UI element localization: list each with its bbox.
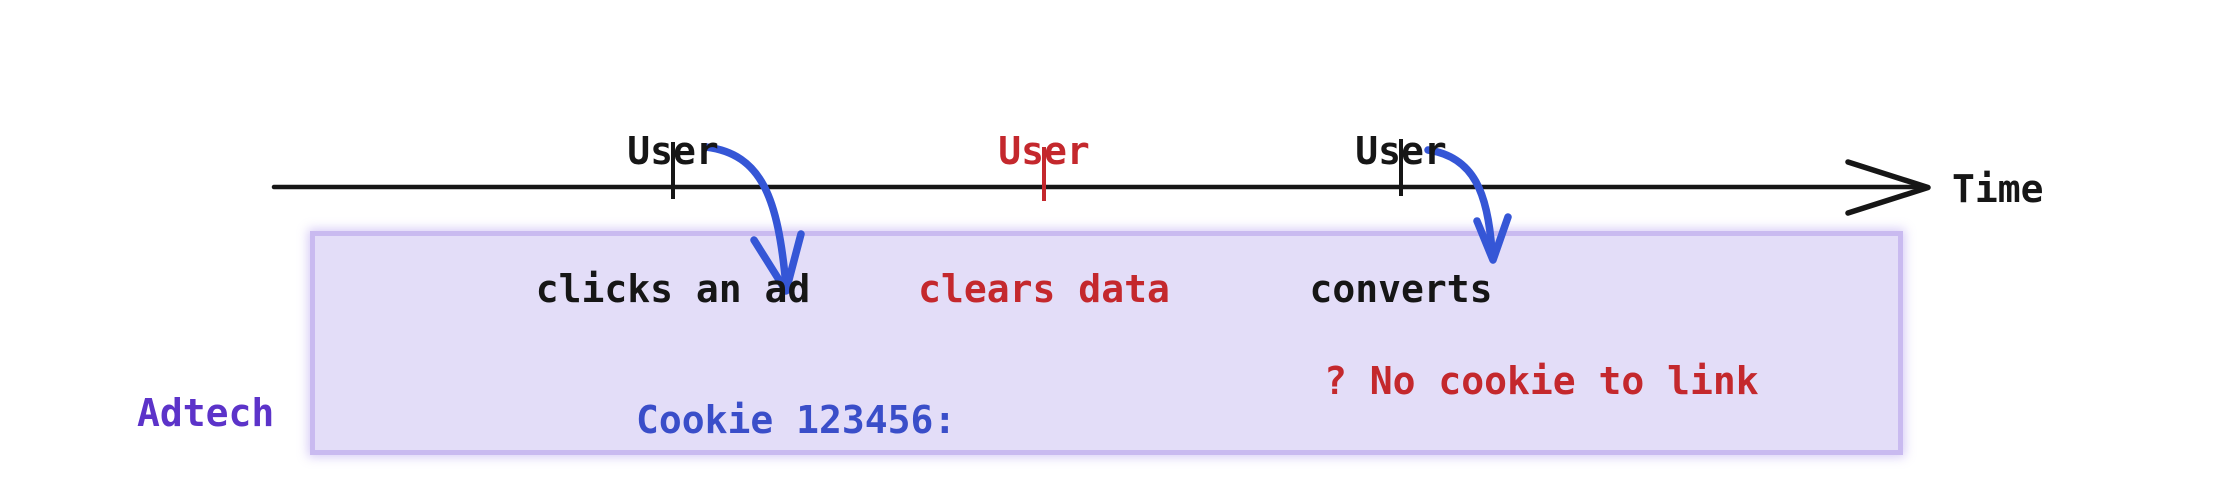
- event-line: User: [998, 129, 1090, 173]
- event-label-user-clears-data: User clears data: [918, 36, 1170, 404]
- event-label-user-converts: User converts: [1309, 36, 1492, 404]
- event-label-user-clicks-ad: User clicks an ad: [536, 36, 811, 404]
- note-line: Cookie 123456:: [636, 398, 957, 442]
- event-line: User: [1355, 129, 1447, 173]
- event-line: User: [627, 129, 719, 173]
- adtech-server-label: Adtech server: [137, 293, 274, 498]
- event-line: converts: [1309, 267, 1493, 311]
- no-conversion-note: ? No cookie to link this conversion to ⇒…: [1324, 266, 1759, 498]
- adtech-server-box: [310, 231, 1903, 455]
- timeline-arrowhead-icon: [1845, 159, 1931, 216]
- lane-label-line: Adtech: [137, 391, 275, 435]
- time-axis-label: Time: [1952, 167, 2044, 211]
- event-line: clicks an ad: [535, 267, 811, 311]
- note-line: ? No cookie to link: [1324, 359, 1759, 403]
- cookie-logged-note: Cookie 123456: Adclicked: [636, 300, 956, 498]
- event-line: clears data: [918, 267, 1170, 311]
